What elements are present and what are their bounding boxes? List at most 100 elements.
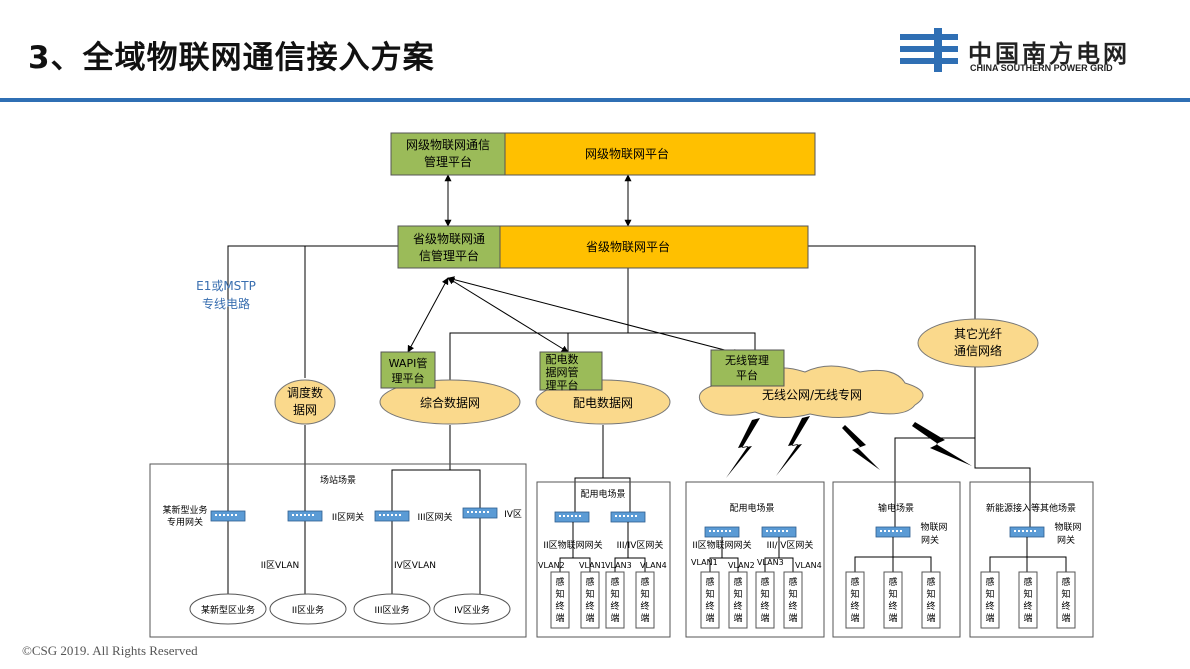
distribution-data-network bbox=[535, 379, 671, 425]
prov-iot-platform bbox=[499, 225, 809, 269]
vlan-labels-1: VLAN2 VLAN1 VLAN3 VLAN4 bbox=[538, 561, 667, 570]
connection-lines bbox=[227, 174, 1031, 600]
sensor-label-char: 感 bbox=[705, 576, 714, 588]
vlan-label: VLAN2 bbox=[728, 561, 755, 570]
prov-iot-platform-label: 省级物联网平台 bbox=[586, 239, 670, 254]
sensor-label-char: 端 bbox=[585, 612, 594, 624]
vlan-label: VLAN3 bbox=[605, 561, 632, 570]
sensor-label-char: 端 bbox=[1023, 612, 1032, 624]
sensor-label-char: 知 bbox=[705, 588, 714, 600]
sensor-label-char: 终 bbox=[1023, 600, 1032, 612]
switch-icon bbox=[875, 526, 911, 538]
zone4-label: IV区 bbox=[504, 509, 522, 520]
sensor-label-char: 感 bbox=[610, 576, 619, 588]
sensor-label-char: 终 bbox=[1061, 600, 1070, 612]
sensor-label-char: 端 bbox=[888, 612, 897, 624]
vlan-label: VLAN4 bbox=[640, 561, 667, 570]
sensor-label-char: 端 bbox=[850, 612, 859, 624]
switch-icon bbox=[1009, 526, 1045, 538]
switch-icon bbox=[374, 510, 410, 522]
sensor-label-char: 知 bbox=[640, 588, 649, 600]
new-zone-biz-label: 某新型区业务 bbox=[201, 604, 255, 616]
prov-comm-mgmt-label-1: 省级物联网通 bbox=[413, 232, 485, 246]
sensor-label-char: 知 bbox=[760, 588, 769, 600]
sensor-label-char: 终 bbox=[788, 600, 797, 612]
sensor-label-char: 感 bbox=[926, 576, 935, 588]
sensor-label-char: 知 bbox=[585, 588, 594, 600]
net-iot-platform bbox=[504, 132, 816, 176]
sensor-label-char: 终 bbox=[555, 600, 564, 612]
wireless-mgmt-label-2: 平台 bbox=[736, 368, 758, 382]
sensor-label-char: 终 bbox=[850, 600, 859, 612]
switch-icon bbox=[554, 511, 590, 523]
sensor-label-char: 感 bbox=[888, 576, 897, 588]
sensor-label-char: 知 bbox=[1061, 588, 1070, 600]
zone3-gw-label: III区网关 bbox=[418, 511, 453, 523]
sensor-label-char: 端 bbox=[985, 612, 994, 624]
sensor-label-char: 端 bbox=[555, 612, 564, 624]
sensor-label-char: 感 bbox=[850, 576, 859, 588]
new-biz-gw-label-1: 某新型业务 bbox=[162, 504, 207, 516]
integrated-net-label: 综合数据网 bbox=[420, 395, 480, 410]
sensor-label-char: 知 bbox=[888, 588, 897, 600]
sensor-label-char: 端 bbox=[1061, 612, 1070, 624]
vlan-label: VLAN3 bbox=[757, 558, 784, 567]
fiber-network bbox=[917, 318, 1039, 368]
zone2-gw-label: II区网关 bbox=[332, 511, 364, 523]
sensor-label-char: 感 bbox=[985, 576, 994, 588]
fiber-label-2: 通信网络 bbox=[954, 343, 1002, 358]
wireless-mgmt-label-1: 无线管理 bbox=[725, 353, 769, 367]
wireless-net-label: 无线公网/无线专网 bbox=[762, 387, 862, 402]
zone4-biz-label: IV区业务 bbox=[454, 604, 490, 616]
transmission-scene-label: 输电场景 bbox=[878, 502, 914, 514]
dist-scene-box-2 bbox=[685, 481, 825, 638]
integrated-data-network bbox=[379, 379, 521, 425]
sensor-label-char: 端 bbox=[640, 612, 649, 624]
sensor-label-char: 终 bbox=[585, 600, 594, 612]
new-biz-gw-label-2: 专用网关 bbox=[167, 516, 203, 528]
sensor-label-char: 知 bbox=[610, 588, 619, 600]
switch-icon bbox=[287, 510, 323, 522]
vlan-label: VLAN1 bbox=[579, 561, 606, 570]
zone4-biz-node bbox=[433, 593, 511, 625]
logo-english-name: CHINA SOUTHERN POWER GRID bbox=[970, 63, 1113, 73]
wapi-label-1: WAPI管 bbox=[389, 356, 428, 370]
sensor-label-char: 感 bbox=[760, 576, 769, 588]
dist-mgmt-label-3: 理平台 bbox=[546, 378, 579, 392]
dist-scene-box-1 bbox=[536, 481, 671, 638]
fiber-label-1: 其它光纤 bbox=[954, 326, 1002, 341]
sensor-label-char: 感 bbox=[1023, 576, 1032, 588]
dist-mgmt-label-2: 据网管 bbox=[546, 365, 579, 379]
sensor-label-char: 终 bbox=[733, 600, 742, 612]
page-title: 3、全域物联网通信接入方案 bbox=[28, 40, 435, 76]
vlan-label: VLAN4 bbox=[795, 561, 822, 570]
sensor-label-char: 知 bbox=[926, 588, 935, 600]
vlan-label: VLAN1 bbox=[691, 558, 718, 567]
wireless-link-icons bbox=[726, 416, 972, 478]
switch-icon bbox=[462, 507, 498, 519]
zone34-gw-label-2: III/IV区网关 bbox=[767, 539, 814, 551]
dist-mgmt-label-1: 配电数 bbox=[546, 353, 579, 366]
sensor-label-char: 知 bbox=[555, 588, 564, 600]
switch-icon bbox=[761, 526, 797, 538]
dist-net-label: 配电数据网 bbox=[573, 395, 633, 410]
sensor-label-char: 知 bbox=[1023, 588, 1032, 600]
sensor-label-char: 端 bbox=[788, 612, 797, 624]
vlan-label: VLAN2 bbox=[538, 561, 565, 570]
sensor-label-char: 端 bbox=[610, 612, 619, 624]
sensor-label-char: 终 bbox=[640, 600, 649, 612]
switch-icon bbox=[610, 511, 646, 523]
iot-gw-label-2: 网关 bbox=[921, 534, 939, 546]
sensor-label-char: 端 bbox=[926, 612, 935, 624]
sensor-label-char: 感 bbox=[640, 576, 649, 588]
footer-copyright: ©CSG 2019. All Rights Reserved bbox=[22, 643, 198, 658]
